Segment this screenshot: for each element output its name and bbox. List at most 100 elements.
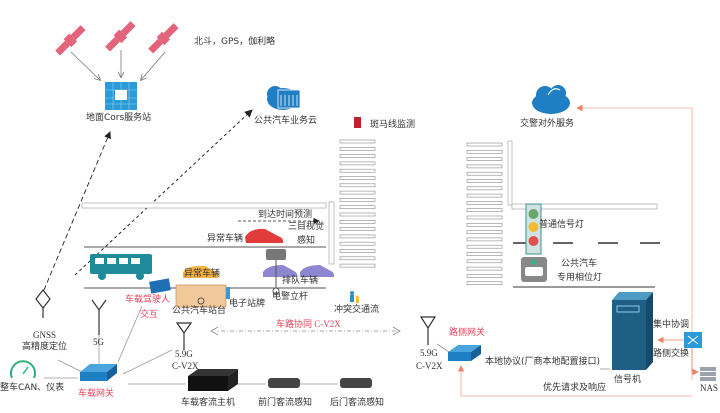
bus-icon [90, 254, 152, 280]
zebra-stripe [466, 150, 503, 154]
flow-host-icon [188, 369, 238, 391]
roadside-gateway-label: 路侧网关 [449, 328, 486, 338]
nas-label: NAS [700, 383, 719, 393]
abnormal-car-red-icon [245, 228, 284, 243]
trinocular-label: 三目视觉 [288, 222, 325, 232]
zebra-stripe [339, 227, 376, 231]
zebra-stripe [466, 157, 503, 161]
zebra-stripe [466, 223, 503, 227]
nas-icon [700, 367, 716, 381]
perception-label: 感知 [297, 236, 316, 246]
zebra-stripe [466, 171, 503, 176]
zebra-stripe [339, 139, 376, 144]
zebra-stripe [339, 220, 376, 224]
zebra-stripe [466, 274, 503, 278]
central-coord-label: 集中协调 [653, 320, 690, 330]
gnss-antenna-icon [35, 289, 51, 318]
satellite-icon [55, 25, 86, 56]
zebra-stripe [339, 183, 376, 188]
zebra-stripe [466, 281, 503, 286]
cors-label: 地面Cors服务站 [86, 113, 152, 123]
cors-station-icon [105, 82, 137, 110]
zebra-stripe [466, 201, 503, 205]
police-pole-label: 电警立杆 [272, 292, 309, 302]
satellite-label: 北斗，GPS，伽利略 [194, 37, 276, 47]
police-cloud-label: 交警对外服务 [520, 119, 575, 129]
zebra-stripe [466, 252, 503, 256]
zebra-stripe [339, 161, 376, 166]
zebra-crossing [466, 142, 503, 286]
cloud-upload-arrow [74, 109, 253, 276]
police-pole-base [272, 287, 280, 295]
switch-to-nas-link [691, 348, 699, 376]
road-barrier [507, 140, 513, 206]
road-barrier [511, 203, 658, 210]
gauge-icon [10, 360, 36, 379]
zebra-stripe [466, 179, 503, 183]
roadside-switch-label: 路侧交换 [653, 349, 690, 359]
flow-host-label: 车载客流主机 [181, 398, 236, 408]
bus-cloud-label: 公共汽车业务云 [254, 116, 318, 126]
zebra-stripe [339, 205, 376, 209]
conflict-flow-label: 冲突交通流 [334, 305, 380, 315]
zebra-stripe [466, 142, 503, 147]
arrival-prediction-label: 到达时间预测 [258, 210, 313, 220]
roadside-v2x-freq-label: 5.9G [420, 348, 438, 358]
v2x-name-label: C-V2X [172, 361, 199, 371]
v2x-arrow-left [210, 326, 219, 336]
zebra-stripe [339, 168, 376, 173]
satellite-icon [148, 23, 179, 54]
front-door-label: 前门客流感知 [258, 398, 313, 408]
signal-machine-icon [612, 292, 653, 370]
antenna-5g-icon [91, 299, 107, 335]
zebra-stripe [466, 266, 503, 271]
front-door-sensor-icon [268, 378, 300, 388]
queue-car-icon [300, 265, 335, 277]
normal-light-label: 普通信号灯 [539, 220, 585, 230]
driver-interaction-label: 车载驾驶人 [125, 295, 171, 305]
rear-door-label: 后门客流感知 [330, 398, 385, 408]
can-label: 整车CAN、仪表 [0, 383, 65, 393]
bus-light-label: 公共汽车 [561, 259, 598, 269]
gnss-label: GNSS [33, 330, 57, 340]
zebra-stripe [466, 193, 503, 198]
zebra-stripe [466, 164, 503, 169]
pedestrian-icon [350, 291, 359, 303]
traffic-light-icon [525, 203, 542, 255]
roadside-switch-icon [684, 332, 702, 348]
rear-door-sensor-icon [340, 378, 372, 388]
bus-light-label: 专用相位灯 [557, 273, 603, 283]
zebra-stripe [339, 190, 376, 195]
road-barrier [81, 202, 327, 209]
zebra-stripe [339, 263, 376, 268]
zebra-stripe [466, 237, 503, 242]
abnormal-vehicle-label: 异常车辆 [207, 234, 244, 244]
zebra-stripe [466, 215, 503, 220]
zebra-stripe [339, 241, 376, 246]
antenna-v2x-icon [175, 322, 193, 350]
camera-icon [354, 117, 361, 128]
v2x-freq-label: 5.9G [175, 349, 193, 359]
bus-cloud-icon [267, 86, 301, 110]
bus-stop-icon [175, 284, 230, 308]
zebra-stripe [466, 186, 503, 191]
zebra-stripe [466, 208, 503, 212]
roadside-gateway-icon [448, 345, 481, 361]
gnss-arrow [43, 131, 111, 291]
priority-label: 优先请求及响应 [543, 383, 607, 393]
signal-machine-label: 信号机 [614, 375, 642, 385]
abnormal-car-orange-icon [183, 265, 219, 278]
zebra-stripe [466, 230, 503, 234]
vehicle-links [44, 305, 338, 385]
zebra-stripe [466, 244, 503, 249]
zebra-stripe [339, 176, 376, 180]
zebra-stripe [339, 212, 376, 217]
vehicle-gateway-icon [80, 364, 117, 381]
zebra-stripe [339, 198, 376, 202]
bus-signal-icon [521, 257, 547, 282]
road-barrier [328, 201, 335, 265]
priority-link [457, 365, 692, 397]
local-protocol-label: 本地协议(厂商本地配置接口) [485, 357, 601, 367]
satellite-icon [105, 21, 136, 52]
queue-car-icon [263, 265, 298, 277]
